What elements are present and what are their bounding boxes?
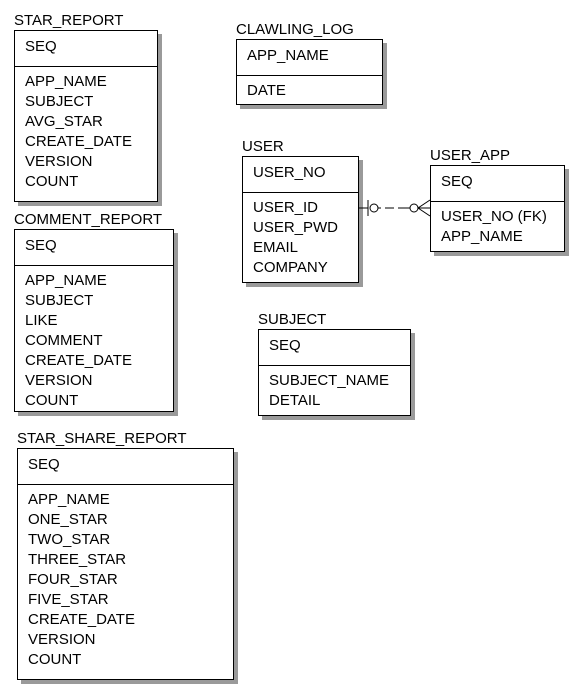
primary-key-section: SEQ <box>259 330 410 366</box>
attribute-list: DATE <box>237 76 382 101</box>
attribute: TWO_STAR <box>28 531 111 548</box>
attribute: APP_NAME <box>28 491 110 508</box>
primary-key-section: SEQ <box>15 31 157 67</box>
entity-name: STAR_SHARE_REPORT <box>17 430 187 447</box>
attribute: SUBJECT <box>25 292 94 309</box>
attribute: DETAIL <box>269 392 321 409</box>
attribute: APP_NAME <box>441 228 523 245</box>
primary-key-section: SEQ <box>15 230 173 266</box>
attribute: LIKE <box>25 312 58 329</box>
attribute: FOUR_STAR <box>28 571 118 588</box>
primary-key: SEQ <box>25 38 57 55</box>
entity-name: STAR_REPORT <box>14 12 124 29</box>
primary-key: USER_NO <box>253 164 326 181</box>
entity-name: COMMENT_REPORT <box>14 211 163 228</box>
attribute-list: SUBJECT_NAME DETAIL <box>259 366 410 411</box>
attribute: VERSION <box>25 372 93 389</box>
primary-key-section: SEQ <box>431 166 564 202</box>
entity-name: USER <box>242 138 284 155</box>
attribute: USER_ID <box>253 199 319 216</box>
attribute: APP_NAME <box>25 73 107 90</box>
zero-mark-circle <box>409 203 419 213</box>
primary-key: SEQ <box>269 337 301 354</box>
attribute: ONE_STAR <box>28 511 108 528</box>
primary-key-section: SEQ <box>18 449 233 485</box>
attribute: CREATE_DATE <box>25 352 132 369</box>
primary-key: APP_NAME <box>247 47 329 64</box>
entity-box: SEQ APP_NAME SUBJECT LIKE COMMENT CREATE… <box>14 229 174 412</box>
entity-box: SEQ SUBJECT_NAME DETAIL <box>258 329 411 416</box>
attribute: CREATE_DATE <box>28 611 135 628</box>
primary-key: SEQ <box>25 237 57 254</box>
entity-name: SUBJECT <box>258 311 327 328</box>
attribute: COMPANY <box>253 259 328 276</box>
attribute: FIVE_STAR <box>28 591 109 608</box>
primary-key: SEQ <box>441 173 473 190</box>
primary-key: SEQ <box>28 456 60 473</box>
attribute: THREE_STAR <box>28 551 127 568</box>
entity-box: SEQ USER_NO (FK) APP_NAME <box>430 165 565 252</box>
one-mark-circle <box>369 203 379 213</box>
attribute-list: USER_NO (FK) APP_NAME <box>431 202 564 247</box>
attribute-list: APP_NAME ONE_STAR TWO_STAR THREE_STAR FO… <box>18 485 233 670</box>
attribute: AVG_STAR <box>25 113 103 130</box>
entity-name: CLAWLING_LOG <box>236 21 354 38</box>
attribute: COMMENT <box>25 332 103 349</box>
attribute: SUBJECT <box>25 93 94 110</box>
entity-box: SEQ APP_NAME ONE_STAR TWO_STAR THREE_STA… <box>17 448 234 680</box>
attribute: COUNT <box>25 392 79 409</box>
primary-key-section: USER_NO <box>243 157 358 193</box>
attribute: USER_NO (FK) <box>441 208 547 225</box>
attribute-list: APP_NAME SUBJECT LIKE COMMENT CREATE_DAT… <box>15 266 173 411</box>
entity-box: USER_NO USER_ID USER_PWD EMAIL COMPANY <box>242 156 359 283</box>
entity-box: APP_NAME DATE <box>236 39 383 105</box>
attribute: EMAIL <box>253 239 299 256</box>
attribute: CREATE_DATE <box>25 133 132 150</box>
attribute: VERSION <box>28 631 96 648</box>
entity-name: USER_APP <box>430 147 511 164</box>
attribute: COUNT <box>25 173 79 190</box>
attribute-list: APP_NAME SUBJECT AVG_STAR CREATE_DATE VE… <box>15 67 157 192</box>
attribute: VERSION <box>25 153 93 170</box>
primary-key-section: APP_NAME <box>237 40 382 76</box>
entity-box: SEQ APP_NAME SUBJECT AVG_STAR CREATE_DAT… <box>14 30 158 202</box>
attribute-list: USER_ID USER_PWD EMAIL COMPANY <box>243 193 358 278</box>
attribute: APP_NAME <box>25 272 107 289</box>
attribute: USER_PWD <box>253 219 339 236</box>
crow-foot-bottom <box>417 207 431 217</box>
crow-foot-top <box>417 199 431 209</box>
attribute: SUBJECT_NAME <box>269 372 390 389</box>
attribute: COUNT <box>28 651 82 668</box>
attribute: DATE <box>247 82 286 99</box>
